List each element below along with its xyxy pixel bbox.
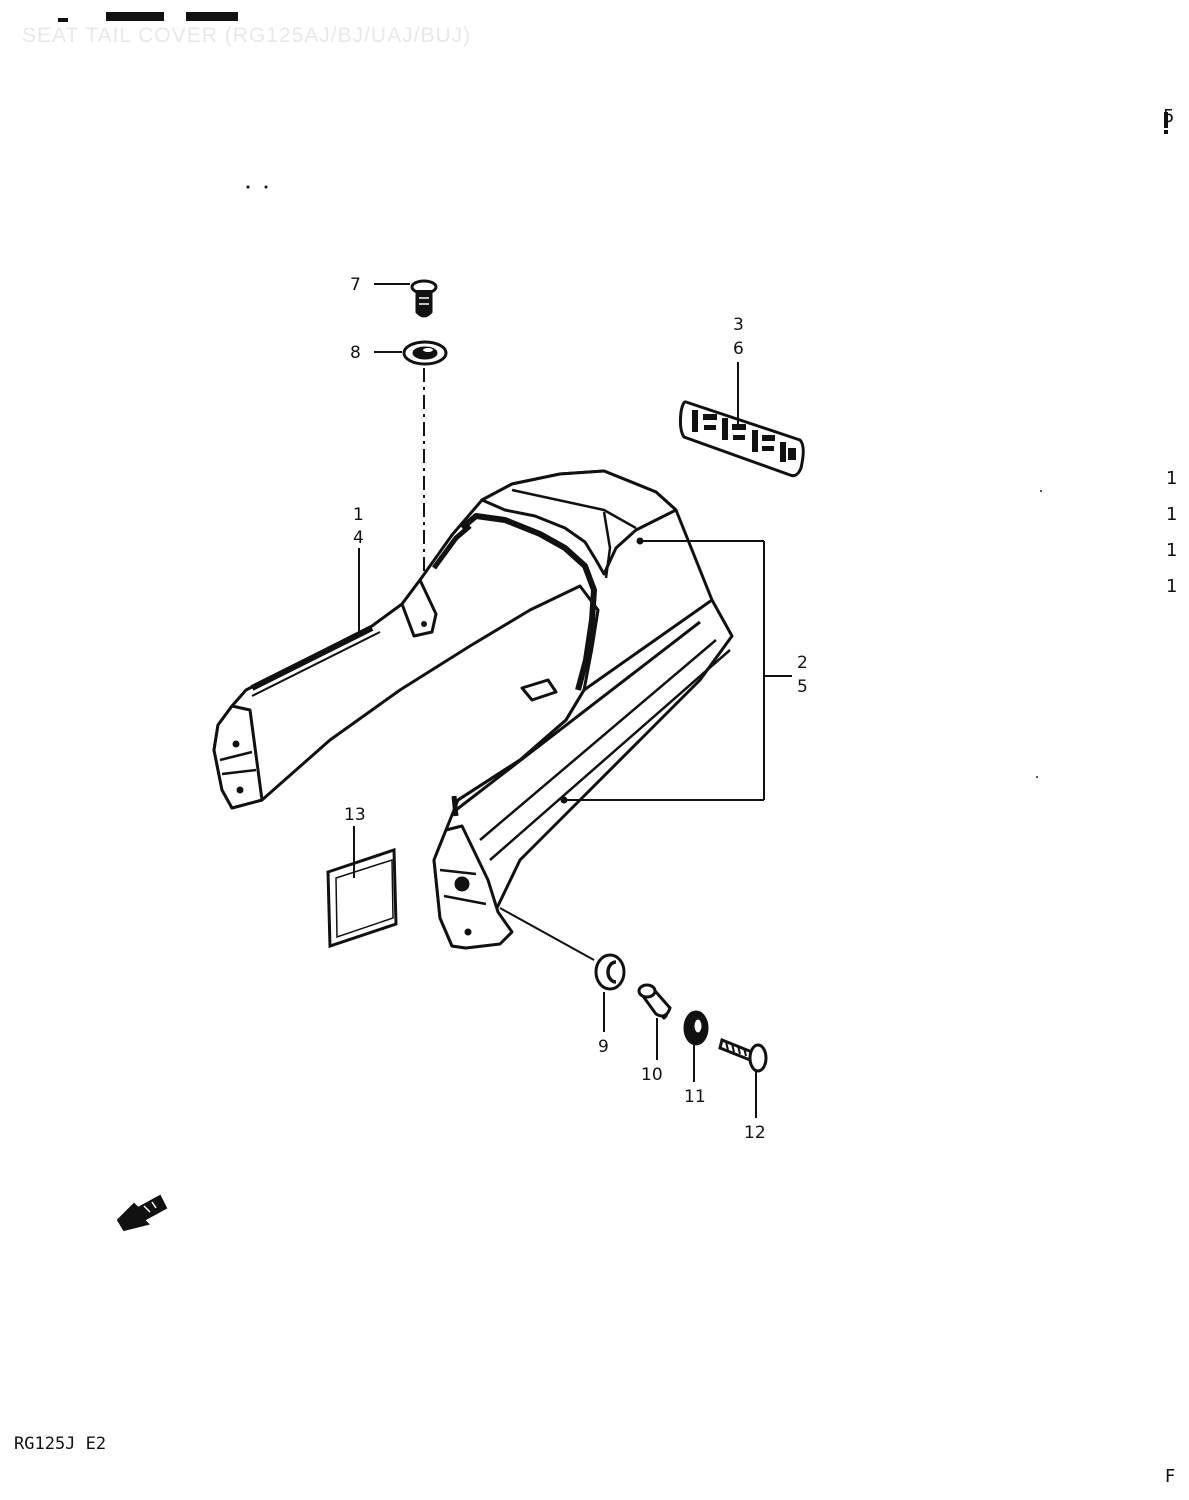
screw-7-icon — [410, 279, 438, 318]
callout-11: 11 — [684, 1087, 706, 1107]
callout-7: 7 — [350, 275, 361, 295]
callout-8: 8 — [350, 343, 361, 363]
callout-13: 13 — [344, 805, 366, 825]
scan-bars — [58, 12, 1168, 189]
leader-bracket-2-5 — [560, 537, 792, 804]
edge-mark-3: 1 — [1166, 540, 1178, 561]
grommet-11-icon — [683, 1010, 709, 1046]
callout-2: 2 — [797, 653, 808, 673]
callout-10: 10 — [641, 1065, 663, 1085]
callout-4: 4 — [353, 528, 364, 548]
diagram-code: RG125J E2 — [14, 1434, 107, 1454]
washer-9-icon — [594, 953, 626, 991]
edge-mark-1: 1 — [1166, 468, 1178, 489]
emblem-3-6-icon — [678, 400, 805, 478]
callout-5: 5 — [797, 677, 808, 697]
callout-9: 9 — [598, 1037, 609, 1057]
scan-specks — [1036, 490, 1042, 778]
washer-8-icon — [402, 340, 448, 366]
seat-tail-cover-icon — [212, 469, 734, 950]
callout-labels: 7 8 3 6 1 4 2 5 13 9 10 11 12 — [344, 275, 808, 1143]
page-title: SEAT TAIL COVER (RG125AJ/BJ/UAJ/BUJ) — [22, 24, 472, 47]
edge-mark-2: 1 — [1166, 504, 1178, 525]
edge-mark-top: 5 — [1163, 106, 1175, 127]
edge-mark-4: 1 — [1166, 576, 1178, 597]
forward-arrow-icon — [116, 1194, 168, 1232]
collar-10-icon — [637, 983, 672, 1020]
callout-6: 6 — [733, 339, 744, 359]
callout-12: 12 — [744, 1123, 766, 1143]
label-plate-13-icon — [326, 847, 398, 949]
bolt-12-icon — [718, 1037, 768, 1073]
edge-mark-bottom: F — [1165, 1466, 1176, 1487]
callout-1: 1 — [353, 505, 364, 525]
callout-3: 3 — [733, 315, 744, 335]
